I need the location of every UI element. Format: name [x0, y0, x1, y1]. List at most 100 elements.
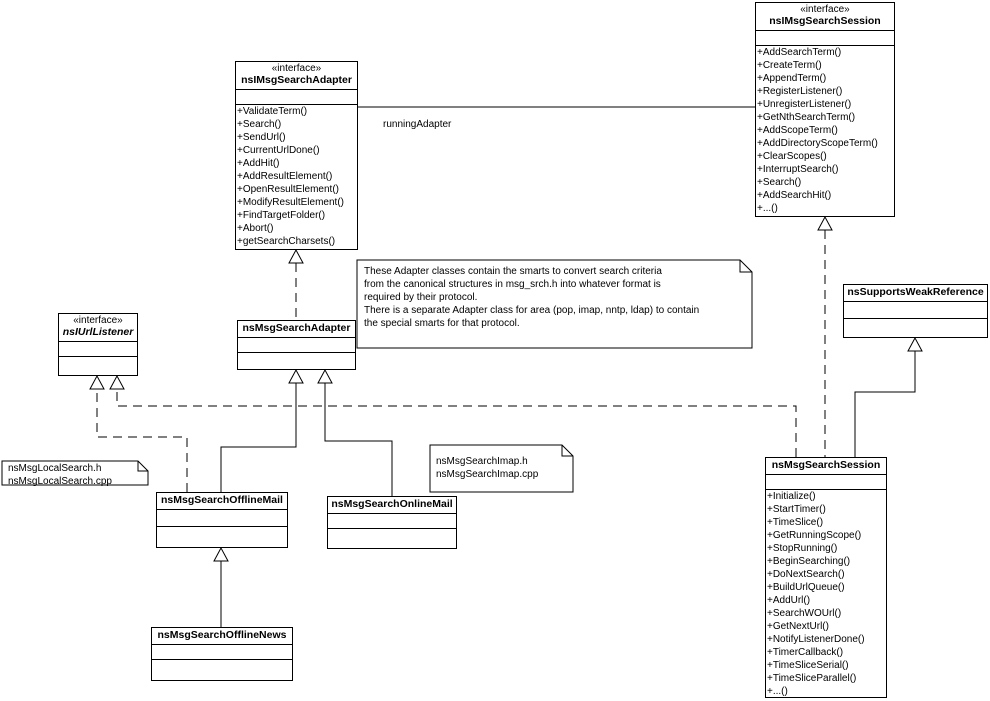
operation: +BeginSearching()	[767, 556, 851, 567]
class-name: nsIUrlListener	[62, 326, 134, 338]
adapter-note-shape	[356, 259, 753, 349]
class-header: nsMsgSearchSession	[766, 458, 886, 475]
imap-files-note: nsMsgSearchImap.h nsMsgSearchImap.cpp	[430, 452, 566, 484]
stereotype-label: «interface»	[73, 315, 123, 326]
note-line: nsMsgLocalSearch.cpp	[8, 476, 112, 487]
class-header: nsMsgSearchOfflineNews	[152, 628, 292, 645]
inheritance-news-arrow	[213, 546, 229, 562]
operation: +TimeSliceSerial()	[767, 660, 849, 671]
class-nsMsgSearchOfflineNews[interactable]: nsMsgSearchOfflineNews	[151, 627, 293, 681]
attributes-compartment	[766, 475, 886, 490]
inheritance-weakref-arrow	[907, 336, 923, 352]
class-nsMsgSearchAdapter[interactable]: nsMsgSearchAdapter	[237, 320, 356, 370]
class-nsIMsgSearchAdapter[interactable]: «interface» nsIMsgSearchAdapter +Validat…	[235, 61, 358, 250]
operation: +getSearchCharsets()	[237, 236, 336, 247]
operation: +Abort()	[237, 223, 274, 234]
class-name: nsIMsgSearchSession	[769, 15, 881, 27]
operation: +AddDirectoryScopeTerm()	[757, 138, 878, 149]
class-name: nsMsgSearchSession	[771, 459, 881, 471]
operation: +InterruptSearch()	[757, 164, 839, 175]
stereotype-label: «interface»	[271, 63, 322, 74]
operation: +NotifyListenerDone()	[767, 634, 865, 645]
class-name: nsMsgSearchOfflineNews	[157, 629, 287, 641]
local-files-note: nsMsgLocalSearch.h nsMsgLocalSearch.cpp	[2, 459, 142, 491]
operations-compartment	[157, 527, 287, 541]
attributes-compartment	[328, 514, 456, 529]
stereotype-label: «interface»	[800, 4, 850, 15]
operation: +SearchWOUrl()	[767, 608, 842, 619]
class-name: nsMsgSearchOnlineMail	[331, 498, 453, 510]
class-nsSupportsWeakReference[interactable]: nsSupportsWeakReference	[843, 284, 988, 338]
operation: +AppendTerm()	[757, 73, 827, 84]
operation: +GetRunningScope()	[767, 530, 862, 541]
operations-compartment	[328, 529, 456, 543]
operations-compartment	[238, 353, 355, 365]
operation: +GetNthSearchTerm()	[757, 112, 856, 123]
inheritance-online-mail-line	[324, 383, 393, 496]
class-name: nsMsgSearchAdapter	[242, 322, 351, 334]
realization-offline-to-listener-line	[96, 389, 188, 492]
operation: +CurrentUrlDone()	[237, 145, 320, 156]
operation: +AddHit()	[237, 158, 280, 169]
operation: +UnregisterListener()	[757, 99, 852, 110]
operation: +GetNextUrl()	[767, 621, 829, 632]
class-header: nsMsgSearchOnlineMail	[328, 497, 456, 514]
operation: +RegisterListener()	[757, 86, 843, 97]
class-name: nsIMsgSearchAdapter	[241, 74, 352, 86]
operation: +Search()	[237, 119, 282, 130]
operation: +FindTargetFolder()	[237, 210, 326, 221]
class-nsMsgSearchSession[interactable]: nsMsgSearchSession +Initialize() +StartT…	[765, 457, 887, 698]
operations-compartment: +ValidateTerm() +Search() +SendUrl() +Cu…	[236, 105, 357, 248]
attributes-compartment	[238, 338, 355, 353]
operation: +StartTimer()	[767, 504, 826, 515]
operation: +SendUrl()	[237, 132, 286, 143]
operations-compartment	[59, 357, 137, 369]
realization-listener-arrow-1	[89, 374, 105, 390]
class-name: nsMsgSearchOfflineMail	[161, 494, 283, 506]
class-nsMsgSearchOfflineMail[interactable]: nsMsgSearchOfflineMail	[156, 492, 288, 548]
operation: +AddResultElement()	[237, 171, 333, 182]
class-nsIUrlListener[interactable]: «interface» nsIUrlListener	[58, 313, 138, 376]
note-line: required by their protocol.	[364, 292, 478, 303]
class-name: nsSupportsWeakReference	[847, 286, 984, 298]
operations-compartment: +Initialize() +StartTimer() +TimeSlice()…	[766, 490, 886, 698]
operation: +AddSearchTerm()	[757, 47, 842, 58]
class-header: nsMsgSearchAdapter	[238, 321, 355, 338]
operation: +TimeSliceParallel()	[767, 673, 857, 684]
class-header: «interface» nsIMsgSearchAdapter	[236, 62, 357, 90]
realization-session-to-listener-line	[116, 389, 797, 457]
class-header: nsSupportsWeakReference	[844, 285, 987, 302]
operations-compartment: +AddSearchTerm() +CreateTerm() +AppendTe…	[756, 46, 894, 215]
inheritance-adapter-arrow-2	[317, 368, 333, 384]
realization-adapter-arrow	[288, 248, 304, 264]
class-header: «interface» nsIUrlListener	[59, 314, 137, 342]
operation: +Initialize()	[767, 491, 816, 502]
operation: +AddScopeTerm()	[757, 125, 838, 136]
note-line: from the canonical structures in msg_src…	[364, 279, 661, 290]
operation: +StopRunning()	[767, 543, 838, 554]
class-nsMsgSearchOnlineMail[interactable]: nsMsgSearchOnlineMail	[327, 496, 457, 549]
class-header: «interface» nsIMsgSearchSession	[756, 3, 894, 31]
note-line: nsMsgSearchImap.cpp	[436, 469, 539, 480]
note-line: nsMsgLocalSearch.h	[8, 463, 102, 474]
imap-files-note-shape	[429, 444, 574, 493]
operation: +Search()	[757, 177, 802, 188]
realization-listener-arrow-2	[109, 374, 125, 390]
operation: +OpenResultElement()	[237, 184, 339, 195]
operation: +...()	[767, 686, 788, 697]
operation: +ClearScopes()	[757, 151, 827, 162]
operation: +DoNextSearch()	[767, 569, 845, 580]
operation: +...()	[757, 203, 778, 214]
class-nsIMsgSearchSession[interactable]: «interface» nsIMsgSearchSession +AddSear…	[755, 2, 895, 217]
note-line: There is a separate Adapter class for ar…	[364, 305, 700, 316]
attributes-compartment	[59, 342, 137, 357]
attributes-compartment	[152, 645, 292, 660]
note-line: These Adapter classes contain the smarts…	[364, 266, 662, 277]
attributes-compartment	[844, 302, 987, 319]
realization-session-arrow	[817, 215, 833, 231]
operation: +AddSearchHit()	[757, 190, 832, 201]
operation: +ModifyResultElement()	[237, 197, 344, 208]
inheritance-weakref-line	[854, 351, 916, 457]
inheritance-offline-mail-line	[220, 383, 297, 492]
